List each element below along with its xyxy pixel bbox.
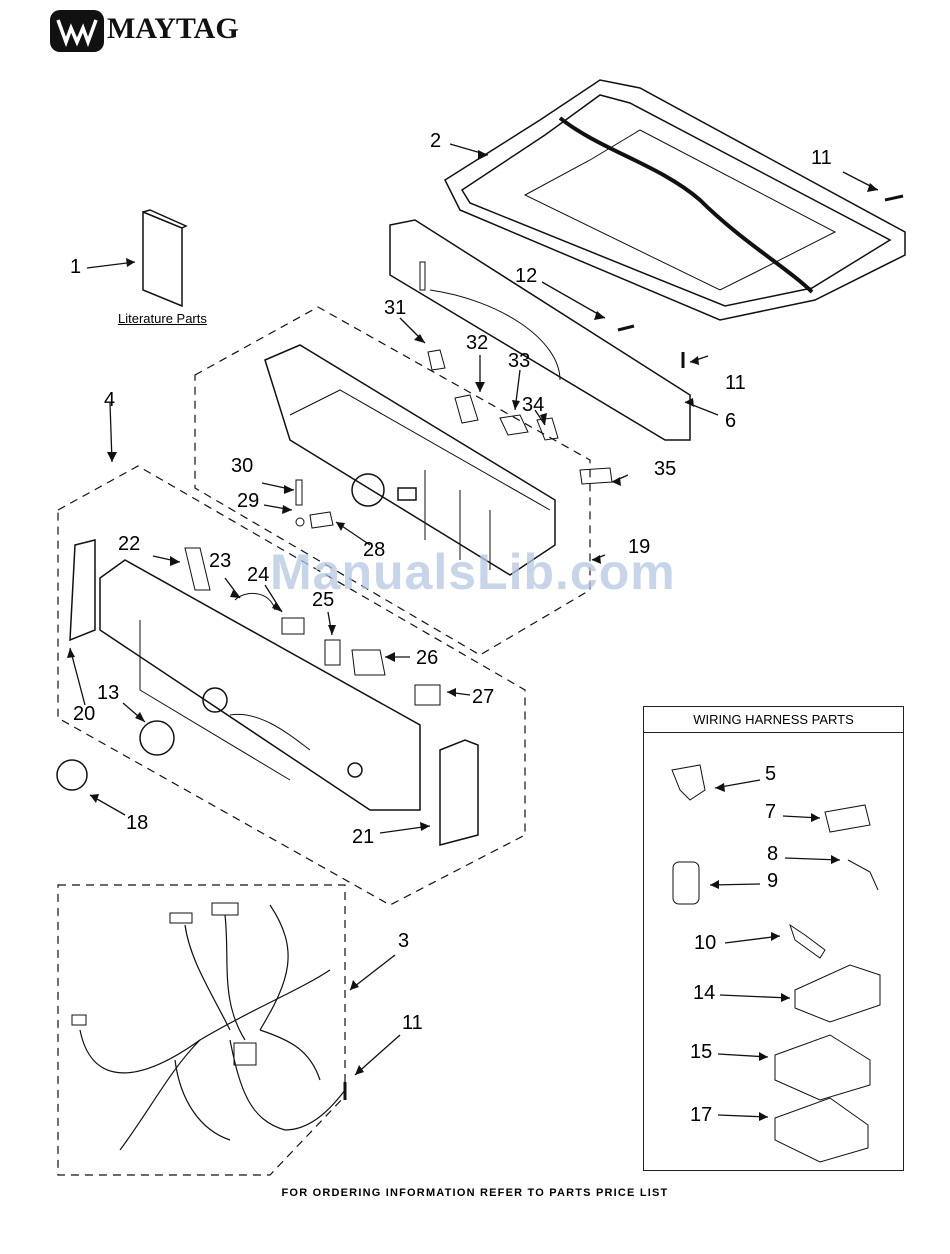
callout-26: 26	[416, 648, 438, 668]
callout-11-mid: 11	[725, 373, 746, 393]
console-front-outline	[58, 466, 525, 905]
callout-2: 2	[430, 131, 441, 151]
callout-21: 21	[352, 827, 374, 847]
callout-19: 19	[628, 537, 650, 557]
callout-18: 18	[126, 813, 148, 833]
callout-12: 12	[515, 266, 537, 286]
callout-6: 6	[725, 411, 736, 431]
callout-20: 20	[73, 704, 95, 724]
callout-11-top: 11	[811, 148, 832, 168]
callout-28: 28	[363, 540, 385, 560]
literature-label: Literature Parts	[118, 311, 207, 326]
callout-30: 30	[231, 456, 253, 476]
literature-part	[143, 210, 186, 306]
callout-35: 35	[654, 459, 676, 479]
callout-34: 34	[522, 395, 544, 415]
callout-29: 29	[237, 491, 259, 511]
callout-4: 4	[104, 390, 115, 410]
knob-18	[57, 760, 87, 790]
callout-3: 3	[398, 931, 409, 951]
callout-33: 33	[508, 351, 530, 371]
right-end-cap-part	[440, 740, 478, 845]
footer-note: FOR ORDERING INFORMATION REFER TO PARTS …	[0, 1187, 950, 1199]
wire-harness-part	[80, 905, 345, 1150]
callout-22: 22	[118, 534, 140, 554]
callout-1: 1	[70, 257, 81, 277]
wiring-harness-parts-box: WIRING HARNESS PARTS	[643, 706, 904, 1171]
callout-32: 32	[466, 333, 488, 353]
callout-13: 13	[97, 683, 119, 703]
wiring-harness-title: WIRING HARNESS PARTS	[644, 707, 903, 733]
callout-24: 24	[247, 565, 269, 585]
callout-11-bottom: 11	[402, 1013, 423, 1033]
callout-23: 23	[209, 551, 231, 571]
left-end-cap-part	[70, 540, 95, 640]
callout-27: 27	[472, 687, 494, 707]
control-board-part	[265, 345, 555, 575]
harness-outline	[58, 885, 345, 1175]
knob-13	[140, 721, 174, 755]
callout-25: 25	[312, 590, 334, 610]
callout-31: 31	[384, 298, 406, 318]
top-cover-part	[445, 80, 905, 320]
